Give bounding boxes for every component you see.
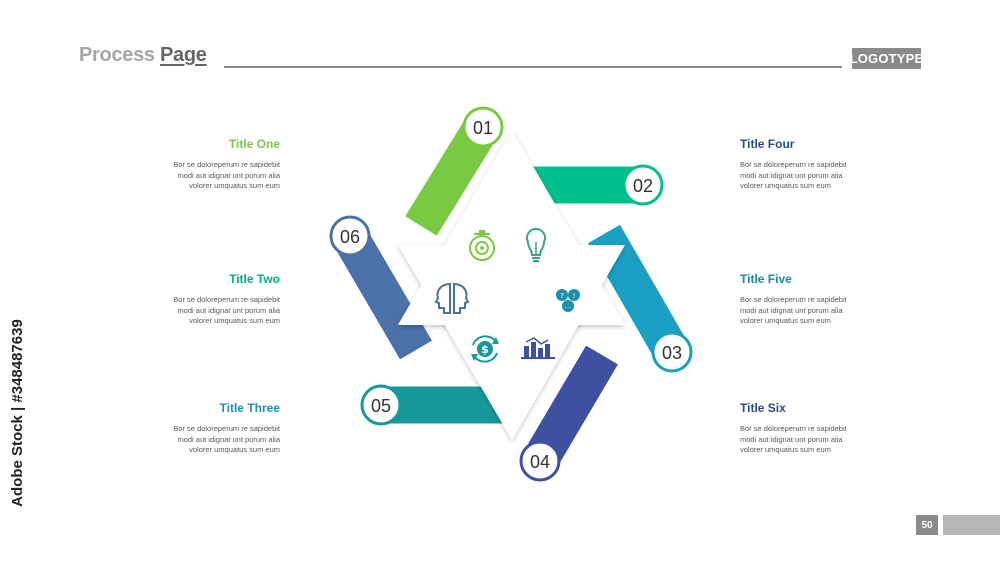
text-block-title-five: Title Five Bor se doloreperum re sapideb… [740, 272, 870, 327]
text-block-title-four: Title Four Bor se doloreperum re sapideb… [740, 137, 870, 192]
side-watermark-text: Adobe Stock | #348487639 [9, 319, 26, 507]
number-circle-03: 03 [651, 331, 693, 373]
text-block-title-six: Title Six Bor se doloreperum re sapidebi… [740, 401, 870, 456]
block-body: Bor se doloreperum re sapidebit modi aut… [173, 160, 280, 190]
heads-icon [434, 282, 470, 314]
svg-text:$: $ [481, 343, 489, 356]
page-title: Process Page [79, 44, 207, 67]
block-title: Title Four [740, 137, 795, 151]
arm-06 [334, 227, 432, 360]
number-circle-06: 06 [329, 215, 371, 257]
block-title: Title Two [229, 272, 280, 286]
logotype-badge: LOGOTYPE [850, 48, 923, 69]
number-circle-01: 01 [462, 106, 504, 148]
number-circle-05: 05 [360, 384, 402, 426]
page-title-light: Process [79, 44, 160, 66]
block-title: Title Six [740, 401, 786, 415]
number-label: 04 [530, 452, 550, 472]
header-divider [224, 66, 842, 68]
block-body: Bor se doloreperum re sapidebit modi aut… [740, 295, 847, 325]
block-body: Bor se doloreperum re sapidebit modi aut… [740, 424, 847, 454]
block-title: Title Five [740, 272, 792, 286]
number-circle-04: 04 [519, 440, 561, 482]
bar-chart-icon [521, 337, 555, 359]
number-label: 06 [340, 227, 360, 247]
block-title: Title One [228, 137, 280, 151]
svg-text:!: ! [573, 292, 576, 300]
text-block-title-two: Title Two Bor se doloreperum re sapidebi… [150, 272, 280, 327]
svg-text:…: … [565, 302, 572, 310]
lightbulb-icon [526, 227, 546, 262]
arm-04 [524, 345, 618, 470]
page-number: 50 [916, 515, 938, 535]
number-label: 03 [662, 343, 682, 363]
chat-bubbles-icon: ? ! … [556, 289, 580, 312]
text-block-title-three: Title Three Bor se doloreperum re sapide… [150, 401, 280, 456]
stopwatch-icon [469, 230, 495, 261]
footer-bar [943, 515, 1000, 535]
number-circle-02: 02 [622, 164, 664, 206]
page-title-strong: Page [160, 44, 207, 66]
block-body: Bor se doloreperum re sapidebit modi aut… [173, 424, 280, 454]
number-label: 01 [473, 118, 493, 138]
svg-text:?: ? [560, 292, 564, 300]
number-label: 05 [371, 396, 391, 416]
number-label: 02 [633, 176, 653, 196]
block-title: Title Three [219, 401, 280, 415]
block-body: Bor se doloreperum re sapidebit modi aut… [173, 295, 280, 325]
text-block-title-one: Title One Bor se doloreperum re sapidebi… [150, 137, 280, 192]
block-body: Bor se doloreperum re sapidebit modi aut… [740, 160, 847, 190]
dollar-refresh-icon: $ [471, 335, 499, 363]
